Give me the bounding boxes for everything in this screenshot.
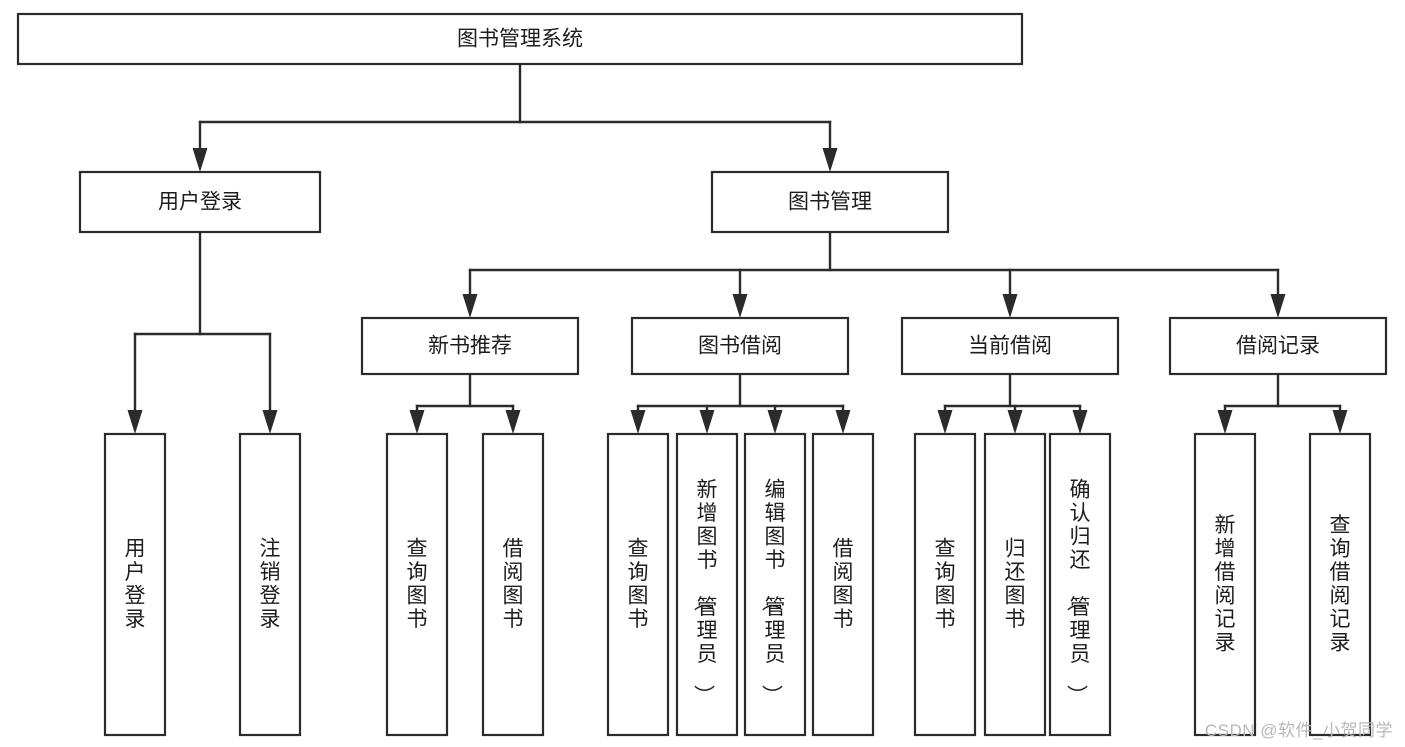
leaf-node-查询图书[interactable]: 查询图书	[606, 432, 670, 737]
node-label: 用户登录	[125, 537, 146, 631]
node-label: 图书管理系统	[457, 28, 583, 51]
node-box	[606, 432, 670, 737]
node-label: 编辑图书（管理员）	[760, 479, 786, 706]
node-label: 查询图书	[935, 537, 956, 631]
group-1-leaf-arrow-3-arrowhead	[835, 410, 851, 434]
node-box	[1168, 316, 1388, 376]
level1-node-用户登录[interactable]: 用户登录	[78, 170, 322, 234]
level2-node-借阅记录[interactable]: 借阅记录	[1168, 316, 1388, 376]
node-label: 查询借阅记录	[1330, 514, 1351, 655]
node-label: 借阅记录	[1236, 335, 1320, 358]
root-to-level1-0-arrowhead	[192, 148, 208, 172]
level2-node-当前借阅[interactable]: 当前借阅	[900, 316, 1120, 376]
login-leaf-arrow-0-arrowhead	[127, 410, 143, 434]
node-box	[710, 170, 950, 234]
node-label: 新增借阅记录	[1215, 514, 1236, 655]
leaf-node-编辑图书管理员[interactable]: 编辑图书（管理员）	[743, 432, 807, 737]
csdn-watermark: CSDN @软件_小贺同学	[1204, 721, 1393, 740]
leaf-node-新增借阅记录[interactable]: 新增借阅记录	[1193, 432, 1257, 737]
leaf-node-确认归还管理员[interactable]: 确认归还（管理员）	[1048, 432, 1112, 737]
leaf-node-借阅图书[interactable]: 借阅图书	[481, 432, 545, 737]
node-box	[811, 432, 875, 737]
node-label: 归还图书	[1005, 537, 1026, 631]
group-2-leaf-arrow-0-arrowhead	[937, 410, 953, 434]
leaf-node-注销登录[interactable]: 注销登录	[238, 432, 302, 737]
level2-node-新书推荐[interactable]: 新书推荐	[360, 316, 580, 376]
node-label: 查询图书	[628, 537, 649, 631]
group-0-leaf-arrow-1-arrowhead	[505, 410, 521, 434]
root-node-图书管理系统[interactable]: 图书管理系统	[16, 12, 1024, 66]
group-0-leaf-arrow-0-arrowhead	[409, 410, 425, 434]
group-3-leaf-arrow-1-arrowhead	[1332, 410, 1348, 434]
node-label: 图书借阅	[698, 335, 782, 358]
level2-arrow-0-arrowhead	[462, 294, 478, 318]
node-box	[1308, 432, 1372, 737]
leaf-node-新增图书管理员[interactable]: 新增图书（管理员）	[675, 432, 739, 737]
node-label: 新增图书（管理员）	[692, 479, 718, 706]
leaf-node-归还图书[interactable]: 归还图书	[983, 432, 1047, 737]
node-label: 确认归还（管理员）	[1065, 479, 1091, 706]
level2-node-图书借阅[interactable]: 图书借阅	[630, 316, 850, 376]
node-box	[900, 316, 1120, 376]
node-label: 用户登录	[158, 191, 242, 214]
node-box	[16, 12, 1024, 66]
node-box	[675, 432, 739, 737]
node-label: 新书推荐	[428, 335, 512, 358]
level2-arrow-1-arrowhead	[732, 294, 748, 318]
group-2-leaf-arrow-2-arrowhead	[1072, 410, 1088, 434]
node-label: 注销登录	[260, 537, 281, 631]
node-box	[238, 432, 302, 737]
login-leaf-arrow-1-arrowhead	[262, 410, 278, 434]
node-box	[78, 170, 322, 234]
level2-arrow-2-arrowhead	[1002, 294, 1018, 318]
node-box	[743, 432, 807, 737]
node-box	[630, 316, 850, 376]
leaf-node-借阅图书[interactable]: 借阅图书	[811, 432, 875, 737]
group-1-leaf-arrow-0-arrowhead	[630, 410, 646, 434]
group-2-leaf-arrow-1-arrowhead	[1007, 410, 1023, 434]
node-label: 当前借阅	[968, 335, 1052, 358]
node-box	[983, 432, 1047, 737]
level2-arrow-3-arrowhead	[1270, 294, 1286, 318]
node-box	[1048, 432, 1112, 737]
group-3-leaf-arrow-0-arrowhead	[1217, 410, 1233, 434]
leaf-node-查询图书[interactable]: 查询图书	[913, 432, 977, 737]
group-1-leaf-arrow-1-arrowhead	[699, 410, 715, 434]
node-box	[360, 316, 580, 376]
node-box	[1193, 432, 1257, 737]
leaf-node-查询借阅记录[interactable]: 查询借阅记录	[1308, 432, 1372, 737]
group-1-leaf-arrow-2-arrowhead	[767, 410, 783, 434]
node-label: 查询图书	[407, 537, 428, 631]
node-box	[385, 432, 449, 737]
node-box	[913, 432, 977, 737]
node-label: 图书管理	[788, 191, 872, 214]
node-label: 借阅图书	[833, 537, 854, 631]
node-box	[481, 432, 545, 737]
leaf-node-用户登录[interactable]: 用户登录	[103, 432, 167, 737]
node-label: 借阅图书	[503, 537, 524, 631]
level1-node-图书管理[interactable]: 图书管理	[710, 170, 950, 234]
leaf-node-查询图书[interactable]: 查询图书	[385, 432, 449, 737]
node-box	[103, 432, 167, 737]
root-to-level1-1-arrowhead	[822, 148, 838, 172]
